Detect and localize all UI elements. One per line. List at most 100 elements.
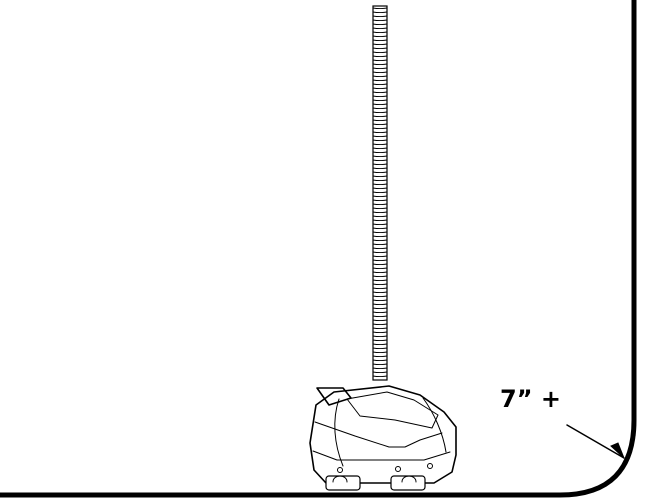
hose-rib: [372, 179, 388, 182]
hose-rib: [372, 67, 388, 70]
hose-rib: [372, 203, 388, 206]
steamer-rear-contour: [422, 397, 447, 453]
hose-rib: [372, 151, 388, 154]
hose-rib: [372, 199, 388, 202]
hose-rib: [372, 187, 388, 190]
hose-rib: [372, 51, 388, 54]
hose-rib: [372, 303, 388, 306]
hose-rib: [372, 55, 388, 58]
hose-rib: [372, 255, 388, 258]
hose-rib: [372, 7, 388, 10]
hose-rib: [372, 27, 388, 30]
steamer-bolt-2: [395, 466, 401, 472]
hose-rib: [372, 311, 388, 314]
hose-rib: [372, 327, 388, 330]
hose-rib: [372, 47, 388, 50]
hose-rib: [372, 143, 388, 146]
hose-rib: [372, 95, 388, 98]
hose-rib: [372, 139, 388, 142]
hose-rib: [372, 279, 388, 282]
steamer-base: [309, 385, 457, 491]
hose-rib: [372, 243, 388, 246]
hose-rib: [372, 375, 388, 378]
hose-rib: [372, 159, 388, 162]
steamer-bolt-1: [337, 467, 343, 473]
hose-rib: [372, 271, 388, 274]
hose-rib: [372, 71, 388, 74]
hose-rib: [372, 207, 388, 210]
hose-rib: [372, 307, 388, 310]
hose-rib: [372, 171, 388, 174]
hose-rib: [372, 99, 388, 102]
hose-rib: [372, 15, 388, 18]
hose-rib: [372, 123, 388, 126]
hose-rib: [372, 351, 388, 354]
hose-rib: [372, 131, 388, 134]
hose-rib: [372, 363, 388, 366]
steamer-wheel-left: [332, 475, 348, 483]
hose-rib: [372, 115, 388, 118]
hose-rib: [372, 75, 388, 78]
hose-rib: [372, 299, 388, 302]
hose-rib: [372, 87, 388, 90]
hose-rib: [372, 43, 388, 46]
hose-rib: [372, 183, 388, 186]
hose-rib: [372, 263, 388, 266]
hose-rib: [372, 223, 388, 226]
hose-rib: [372, 347, 388, 350]
hose-rib: [372, 23, 388, 26]
hose-rib: [372, 371, 388, 374]
hose-rib: [372, 287, 388, 290]
hose-rib: [372, 247, 388, 250]
hose-rib: [372, 215, 388, 218]
hose-rib: [372, 259, 388, 262]
hose-rib: [372, 267, 388, 270]
hose-rib: [372, 343, 388, 346]
hose-rib: [372, 291, 388, 294]
hose-rib: [372, 227, 388, 230]
hose-rib: [372, 355, 388, 358]
clearance-arrow: [566, 424, 625, 459]
hose-rib: [372, 367, 388, 370]
hose-rib: [372, 219, 388, 222]
hose-rib: [372, 191, 388, 194]
hose-rib: [372, 319, 388, 322]
hose-rib: [372, 283, 388, 286]
arrow-head: [610, 442, 625, 459]
hose-rib: [372, 339, 388, 342]
hose-rib: [372, 59, 388, 62]
hose-rib: [372, 315, 388, 318]
hose-rib: [372, 359, 388, 362]
steamer-front-shell: [314, 421, 443, 448]
hose-rib: [372, 155, 388, 158]
hose-rib: [372, 39, 388, 42]
hose-rib: [372, 231, 388, 234]
steam-hose: [372, 5, 388, 381]
steamer-lower-trim: [312, 450, 451, 461]
hose-rib: [372, 135, 388, 138]
hose-rib: [372, 119, 388, 122]
hose-rib: [372, 211, 388, 214]
hose-rib: [372, 331, 388, 334]
hose-rib: [372, 107, 388, 110]
hose-rib: [372, 83, 388, 86]
steamer-main-body: [309, 385, 457, 484]
clearance-label: 7” +: [500, 385, 561, 413]
hose-rib: [372, 239, 388, 242]
hose-rib: [372, 111, 388, 114]
hose-rib: [372, 235, 388, 238]
wall-floor-outline: [0, 0, 637, 498]
hose-rib: [372, 323, 388, 326]
hose-rib: [372, 127, 388, 130]
hose-rib: [372, 335, 388, 338]
hose-rib: [372, 91, 388, 94]
steamer-bolt-3: [427, 463, 433, 469]
hose-rib: [372, 35, 388, 38]
hose-rib: [372, 295, 388, 298]
hose-rib: [372, 19, 388, 22]
hose-rib: [372, 163, 388, 166]
steamer-foot-right: [390, 475, 426, 491]
hose-ribs: [372, 7, 388, 378]
arrow-shaft: [566, 424, 625, 459]
steamer-side-contour: [334, 398, 344, 467]
